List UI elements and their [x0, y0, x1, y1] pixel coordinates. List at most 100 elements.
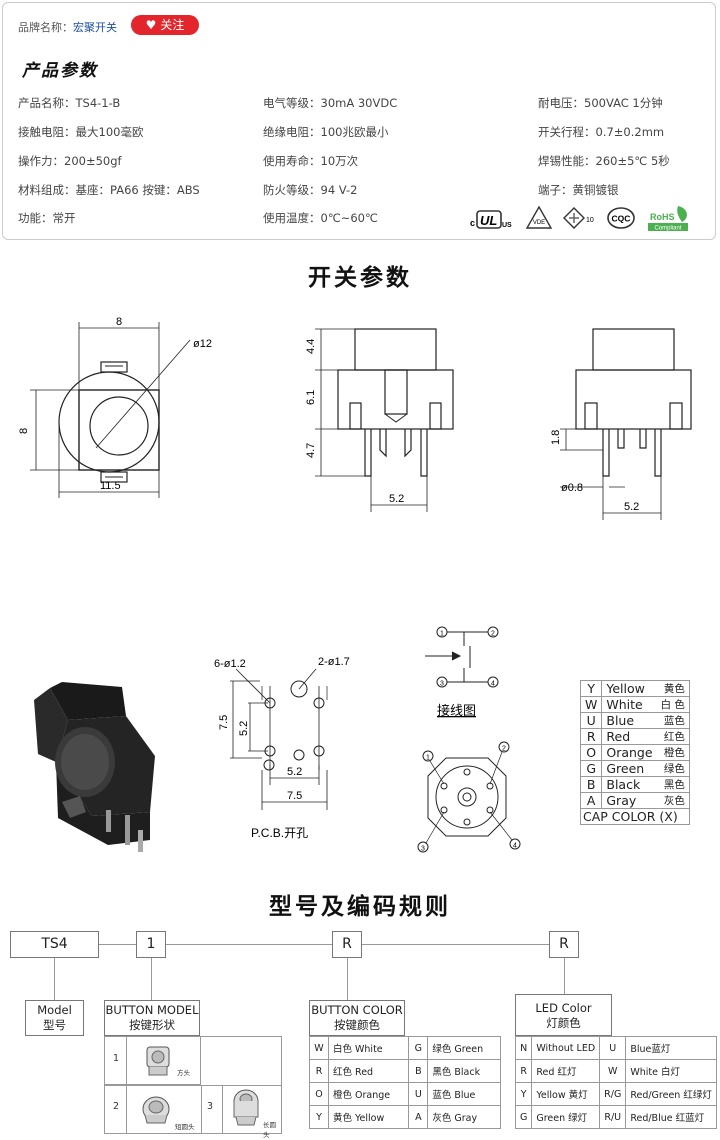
table-cell: 蓝色 Blue	[427, 1082, 501, 1106]
table-cell: Orange	[601, 744, 657, 761]
shape-1-key: 1	[113, 1053, 120, 1064]
table-cell: White 白灯	[625, 1059, 717, 1083]
rohs-sub-text: Compliant	[654, 226, 681, 232]
table-cell: Red/Blue 红蓝灯	[625, 1105, 717, 1129]
dim-dia0-8: ø0.8	[561, 482, 583, 494]
params-title: 产品参数	[22, 61, 98, 81]
table-cell: 橙色	[656, 744, 690, 761]
follow-label: 关注	[160, 18, 185, 32]
bottom-pin-1: 1	[426, 755, 430, 762]
button-color-en: BUTTON COLOR	[311, 1003, 403, 1017]
dim-4-4: 4.4	[305, 339, 317, 354]
enec-text: 10	[586, 217, 594, 224]
leader-led-color	[564, 958, 565, 994]
shape-3-label: 长圆头	[263, 1121, 276, 1139]
param-operating-force: 操作力：200±50gf	[18, 154, 122, 168]
table-cell: A	[579, 792, 603, 809]
wiring-pin-4: 4	[491, 681, 495, 688]
table-cell: 黄色 Yellow	[327, 1105, 410, 1129]
table-cell: G	[514, 1105, 533, 1129]
button-model-en: BUTTON MODEL	[105, 1003, 199, 1017]
table-cell: 白 色	[656, 696, 690, 713]
param-function: 功能：常开	[18, 211, 76, 225]
shape-1-label: 方头	[177, 1069, 190, 1077]
brand-line: 品牌名称：宏聚开关	[18, 19, 117, 35]
table-cell: W	[579, 696, 603, 713]
rohs-text: RoHS	[650, 212, 675, 222]
button-color-cn: 按键颜色	[334, 1018, 380, 1032]
ul-cert-icon: c UL US	[470, 208, 516, 230]
led-color-en: LED Color	[535, 1001, 592, 1015]
table-cell: G	[579, 760, 603, 777]
code-rules-title: 型号及编码规则	[269, 894, 451, 920]
dim-5-2-front: 5.2	[389, 493, 404, 505]
dim-11-5: 11.5	[100, 480, 121, 492]
pcb-5-2-v: 5.2	[238, 721, 250, 736]
model-en: Model	[37, 1003, 72, 1017]
wiring-diagram	[425, 626, 499, 688]
param-life: 使用寿命：10万次	[263, 154, 359, 168]
wiring-pin-1: 1	[440, 631, 444, 638]
param-flammability: 防火等级：94 V-2	[263, 183, 358, 197]
brand-name-link[interactable]: 宏聚开关	[73, 21, 117, 34]
table-cell: B	[579, 776, 603, 793]
bottom-view	[417, 741, 521, 853]
shape-2-label: 短圆头	[175, 1123, 195, 1131]
table-cell: O	[579, 744, 603, 761]
table-cell: 黄色	[656, 680, 690, 697]
button-color-header: BUTTON COLOR 按键颜色	[309, 1000, 405, 1036]
pcb-hole-pattern	[230, 668, 328, 810]
pcb-holes-6: 6-ø1.2	[214, 658, 246, 670]
param-contact-resistance: 接触电阻：最大100毫欧	[18, 125, 144, 139]
dim-8-left: 8	[18, 428, 30, 434]
param-solderability: 焊锡性能：260±5℃ 5秒	[538, 154, 670, 168]
pcb-7-5-h: 7.5	[287, 790, 302, 802]
table-cell: Green 绿灯	[531, 1105, 601, 1129]
param-material: 材料组成：基座：PA66 按键：ABS	[18, 183, 200, 197]
technical-drawing: 8 8 ø12 11.5 4.4 6.1 4.7 5.2 1.8 ø0.8 5.…	[18, 316, 692, 853]
table-cell: Red	[601, 728, 657, 745]
table-cell: B	[408, 1059, 429, 1083]
table-cell: 黑色	[656, 776, 690, 793]
front-view	[315, 328, 454, 512]
bottom-pin-3: 3	[421, 846, 425, 853]
ul-c-text: c	[470, 218, 475, 228]
table-cell: Without LED	[531, 1036, 601, 1060]
dim-6-1: 6.1	[305, 390, 317, 405]
ul-us-text: US	[502, 222, 512, 229]
cqc-cert-icon: CQC	[606, 206, 636, 230]
table-cell: White	[601, 696, 657, 713]
table-cell: Black	[601, 776, 657, 793]
code-box-series: TS4	[10, 931, 99, 958]
table-cell: U	[408, 1082, 429, 1106]
table-cell: Blue蓝灯	[625, 1036, 717, 1060]
table-cell: Blue	[601, 712, 657, 729]
led-color-cn: 灯颜色	[546, 1016, 581, 1030]
leader-model	[54, 958, 55, 1000]
short-round-cap-icon	[142, 1096, 170, 1124]
follow-button[interactable]: ♥关注	[131, 15, 199, 35]
table-cell: U	[579, 712, 603, 729]
code-box-button-model: 1	[136, 931, 166, 958]
shape-2-key: 2	[113, 1101, 120, 1112]
wiring-label: 接线图	[437, 703, 476, 718]
table-cell: W	[599, 1059, 627, 1083]
dim-5-2-side: 5.2	[624, 501, 639, 513]
table-cell: N	[514, 1036, 533, 1060]
table-cell: G	[408, 1036, 429, 1060]
leader-button-color	[347, 958, 348, 1000]
